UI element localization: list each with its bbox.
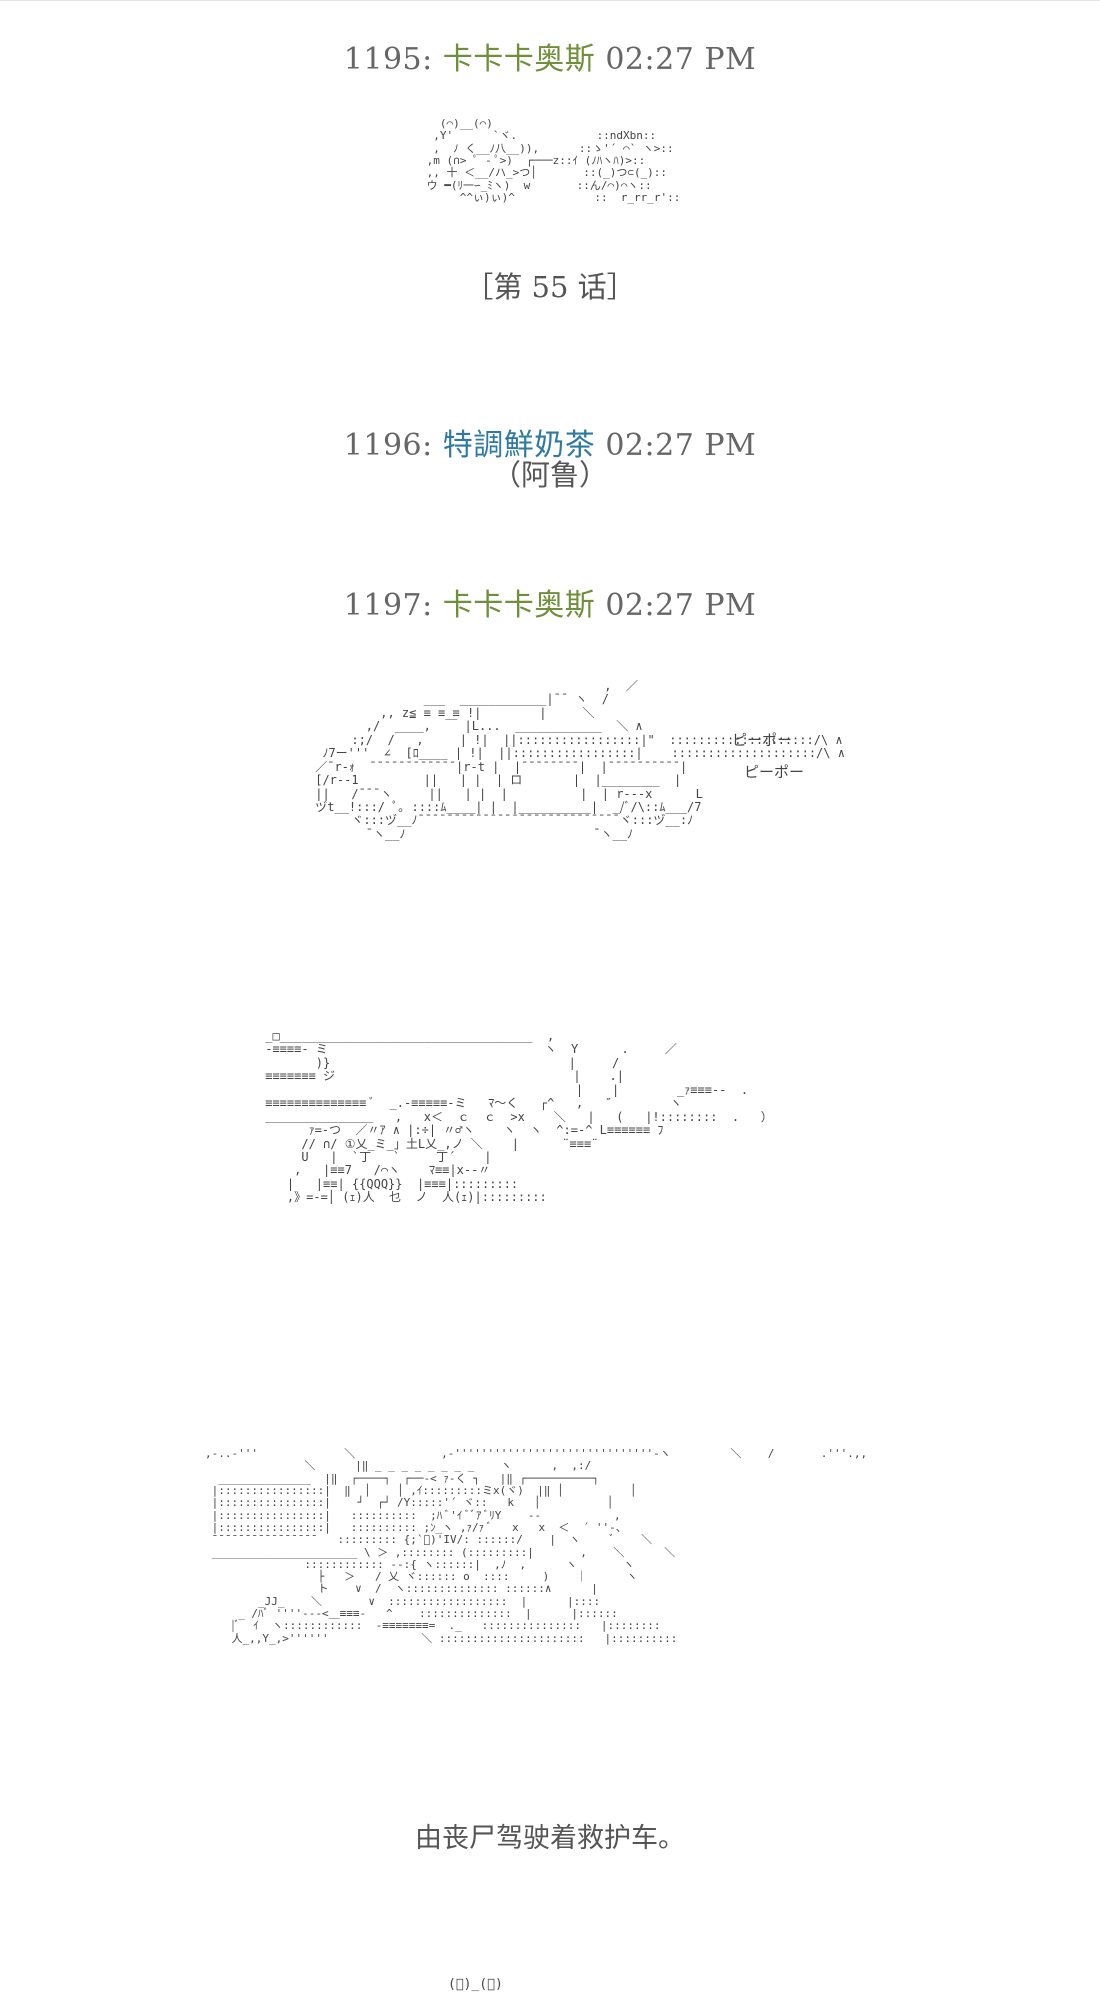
footer-ascii-art: (ﾟ)_(ﾟ) [448, 1977, 503, 1992]
ambulance-ascii-art: , ／ ___ ____________|¯¯ ヽ / ,, z≦ ≡ ≡ ≡ … [315, 679, 845, 841]
post-author[interactable]: 特調鮮奶茶 [442, 428, 596, 463]
post-header-1197: 1197: 卡卡卡奥斯 02:27 PM [0, 580, 1100, 624]
siren-sfx-2: ピーポー [744, 763, 805, 781]
top-divider [0, 0, 1100, 1]
post-time: 02:27 PM [605, 588, 757, 623]
post-author[interactable]: 卡卡卡奥斯 [442, 42, 596, 77]
siren-sfx-1: ピーポー [732, 731, 793, 749]
post-time: 02:27 PM [605, 42, 757, 77]
post-number: 1195: [343, 42, 433, 77]
post-note: （阿鲁） [491, 458, 608, 492]
driver-ascii-art: ,-..-''' ＼ ,-'''''''''''''''''''''''''''… [205, 1447, 868, 1645]
chapter-label: ［第 55 话］ [464, 270, 636, 304]
post-author[interactable]: 卡卡卡奥斯 [442, 588, 596, 623]
truck-front-ascii-art: _□___________________________________ , … [265, 1029, 773, 1205]
post-number: 1197: [343, 588, 433, 623]
post-header-1195: 1195: 卡卡卡奥斯 02:27 PM [0, 34, 1100, 78]
post-number: 1196: [343, 428, 433, 463]
post-time: 02:27 PM [605, 428, 757, 463]
caption-text: 由丧尸驾驶着救护车。 [415, 1823, 685, 1854]
intro-ascii-art: (⌒)__(⌒) ,Y' `ヾ. ::ndXbn:: , ﾉ く__ﾉ八__))… [426, 117, 681, 204]
post-header-1196: 1196: 特調鮮奶茶 02:27 PM [0, 420, 1100, 464]
